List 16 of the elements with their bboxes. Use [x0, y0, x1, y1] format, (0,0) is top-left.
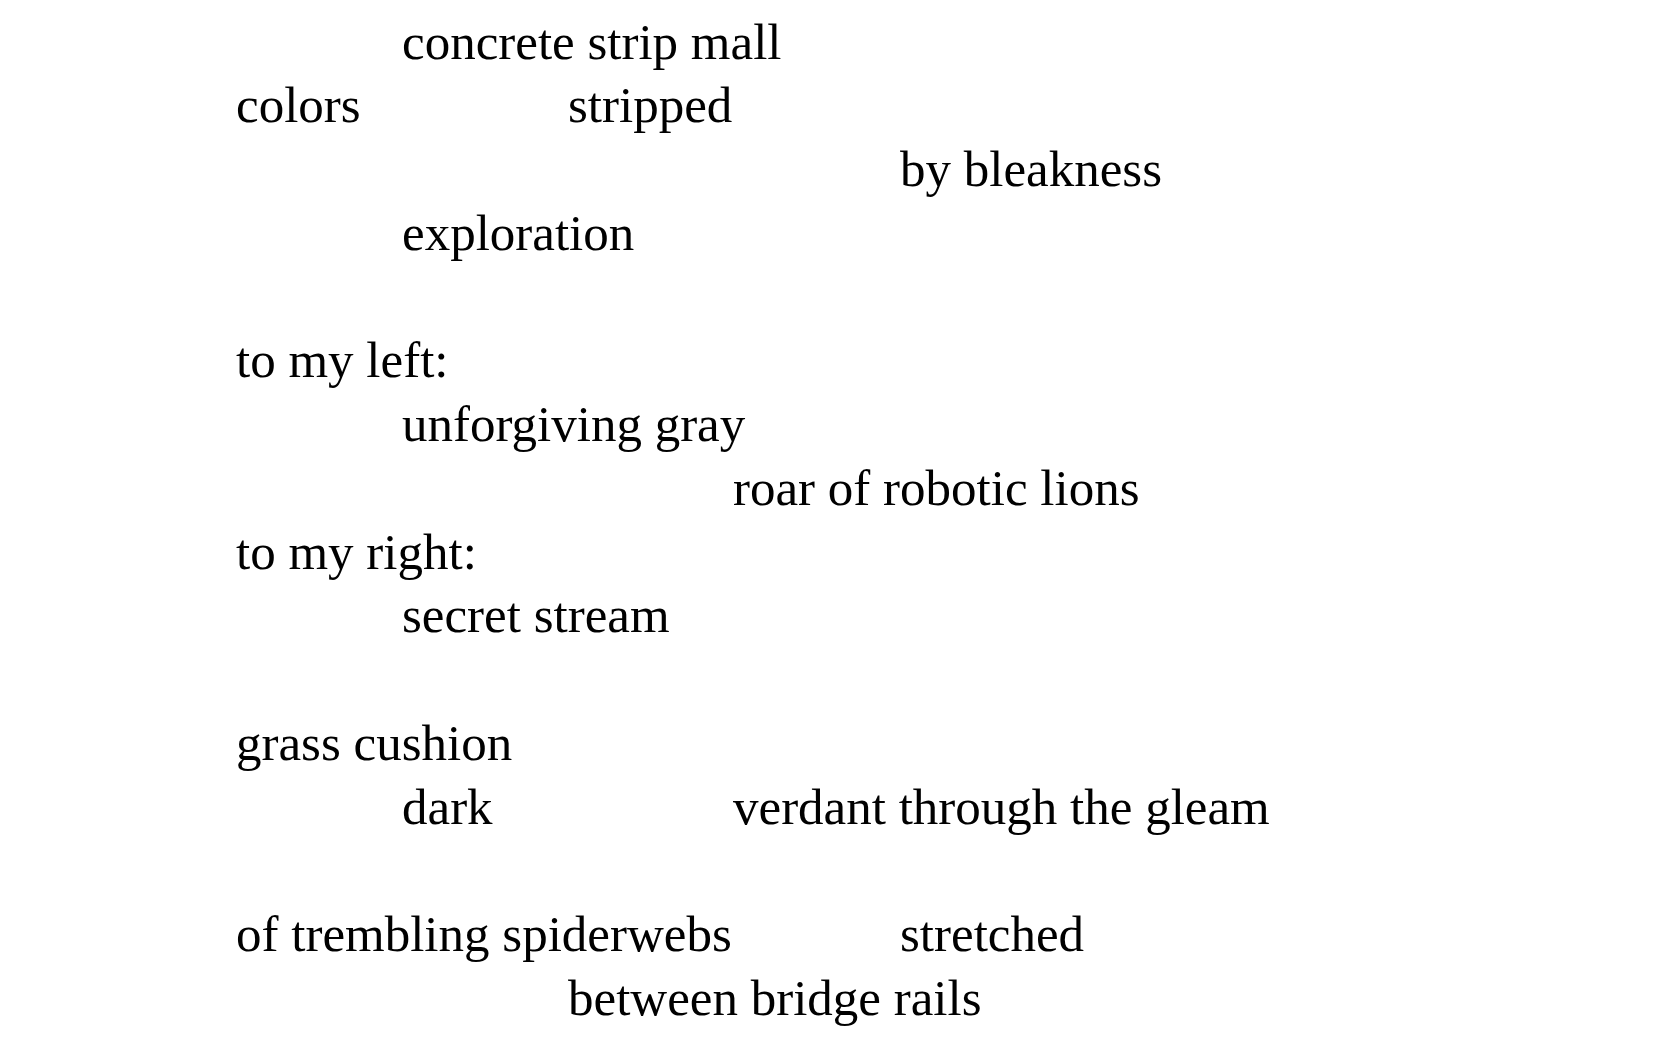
- poem-phrase: grass cushion: [236, 718, 513, 769]
- poem-phrase: secret stream: [402, 590, 670, 641]
- poem-phrase: by bleakness: [900, 144, 1163, 195]
- poem-phrase: concrete strip mall: [402, 17, 782, 68]
- poem-phrase: exploration: [402, 208, 635, 259]
- poem-phrase: colors: [236, 80, 361, 131]
- poem-phrase: dark: [402, 782, 493, 833]
- poem-phrase: to my right:: [236, 527, 477, 578]
- poem-phrase: unforgiving gray: [402, 399, 746, 450]
- poem-phrase: between bridge rails: [568, 973, 982, 1024]
- poem-phrase: of trembling spiderwebs: [236, 909, 732, 960]
- poem-phrase: stripped: [568, 80, 733, 131]
- poem-phrase: stretched: [900, 909, 1085, 960]
- poem-phrase: roar of robotic lions: [733, 463, 1140, 514]
- poem-phrase: to my left:: [236, 335, 449, 386]
- poem-phrase: verdant through the gleam: [733, 782, 1270, 833]
